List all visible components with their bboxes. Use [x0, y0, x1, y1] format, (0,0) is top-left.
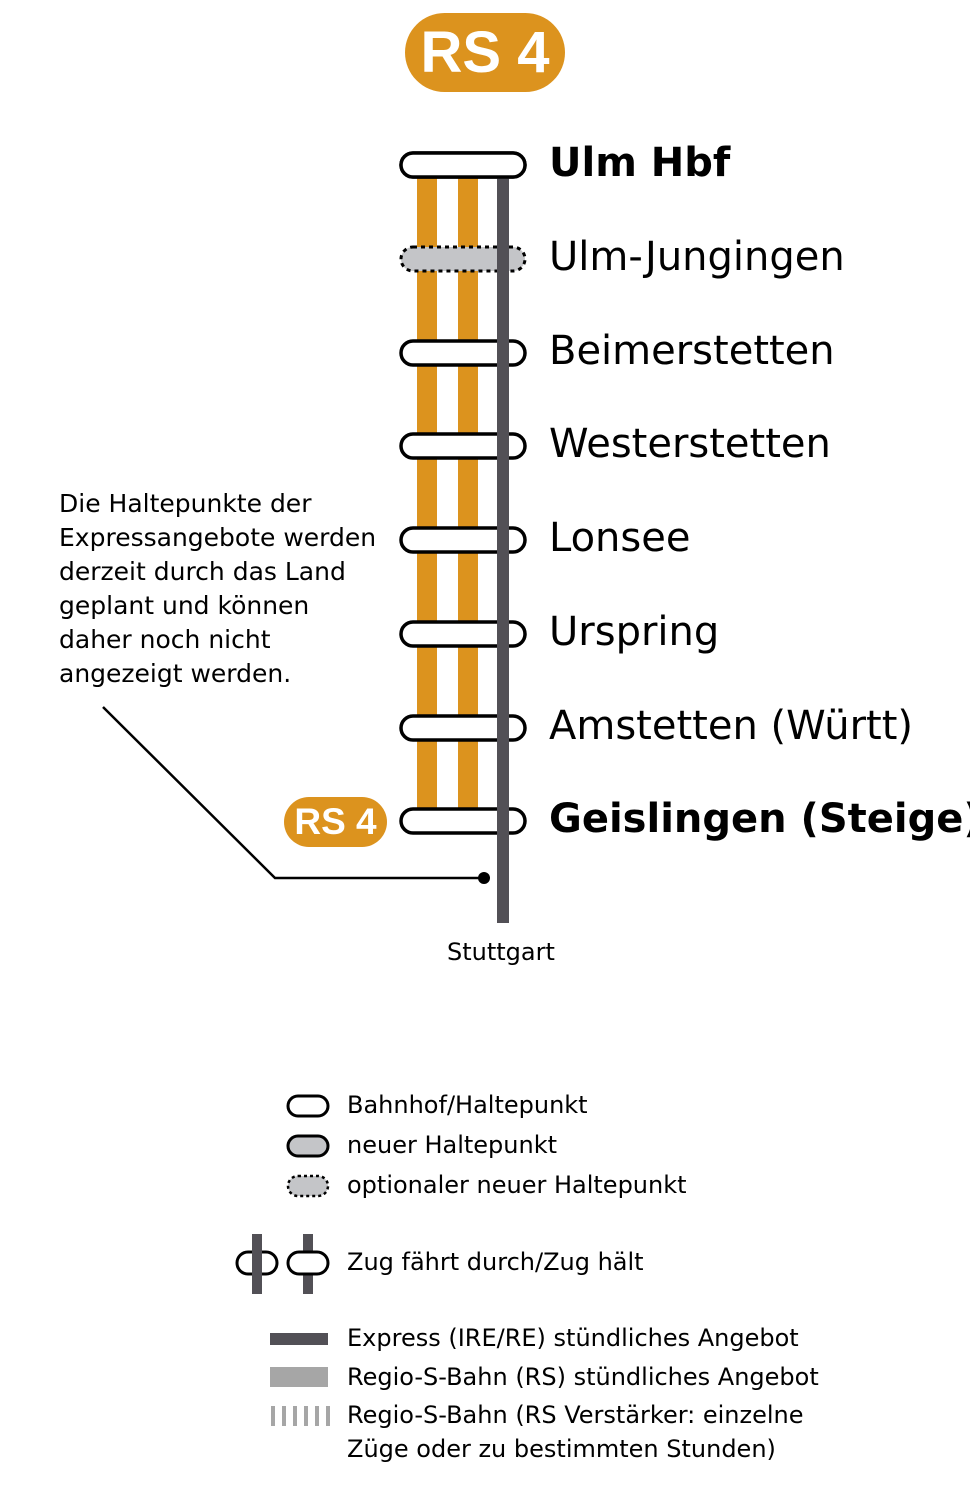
destination-label: Stuttgart — [447, 938, 555, 966]
station-marker — [399, 432, 527, 460]
station-label: Geislingen (Steige) — [549, 796, 970, 842]
legend-regio-extra-icon — [304, 1406, 308, 1426]
line-badge-end: RS 4 — [284, 797, 387, 847]
station-label: Ulm-Jungingen — [549, 234, 845, 280]
station-marker — [399, 339, 527, 367]
legend-optional-stop: optionaler neuer Haltepunkt — [347, 1171, 687, 1199]
express-note: Die Haltepunkte der Expressangebote werd… — [59, 489, 377, 688]
legend-regio-extra: Regio-S-Bahn (RS Verstärker: einzelne Zü… — [347, 1401, 804, 1463]
legend-express-icon — [270, 1333, 328, 1345]
legend-regio: Regio-S-Bahn (RS) stündliches Angebot — [347, 1363, 819, 1391]
station-marker — [399, 714, 527, 742]
station-label: Beimerstetten — [549, 328, 835, 374]
legend-station: Bahnhof/Haltepunkt — [347, 1091, 588, 1119]
legend-regio-extra-icon — [271, 1406, 275, 1426]
station-marker — [399, 245, 527, 273]
station-label: Urspring — [549, 609, 720, 655]
rs-track-2 — [458, 178, 478, 810]
legend-regio-icon — [270, 1367, 328, 1387]
legend-regio-extra-icon — [315, 1406, 319, 1426]
station-marker — [399, 807, 527, 835]
station-label: Westerstetten — [549, 421, 831, 467]
legend-new-stop-icon — [286, 1134, 330, 1158]
station-label: Ulm Hbf — [549, 140, 731, 186]
legend-pass-stop: Zug fährt durch/Zug hält — [347, 1248, 644, 1276]
legend-new-stop: neuer Haltepunkt — [347, 1131, 558, 1159]
express-track — [497, 178, 509, 923]
note-pointer-dot — [478, 872, 490, 884]
legend-regio-extra-icon — [326, 1406, 330, 1426]
station-marker — [399, 526, 527, 554]
rs-track-1 — [417, 178, 437, 810]
legend-regio-extra-icon — [282, 1406, 286, 1426]
legend-pass-icon-bar — [252, 1234, 262, 1294]
station-marker — [399, 620, 527, 648]
legend-optional-stop-icon — [286, 1174, 330, 1198]
station-label: Lonsee — [549, 515, 691, 561]
note-pointer-line — [102, 706, 484, 880]
legend-express: Express (IRE/RE) stündliches Angebot — [347, 1324, 799, 1352]
line-badge-top: RS 4 — [405, 13, 565, 92]
station-label: Amstetten (Württ) — [549, 703, 914, 749]
legend-stop-icon-ring — [286, 1250, 330, 1276]
legend-station-icon — [286, 1094, 330, 1118]
station-marker-ulm-hbf — [399, 151, 527, 179]
legend-regio-extra-icon — [293, 1406, 297, 1426]
